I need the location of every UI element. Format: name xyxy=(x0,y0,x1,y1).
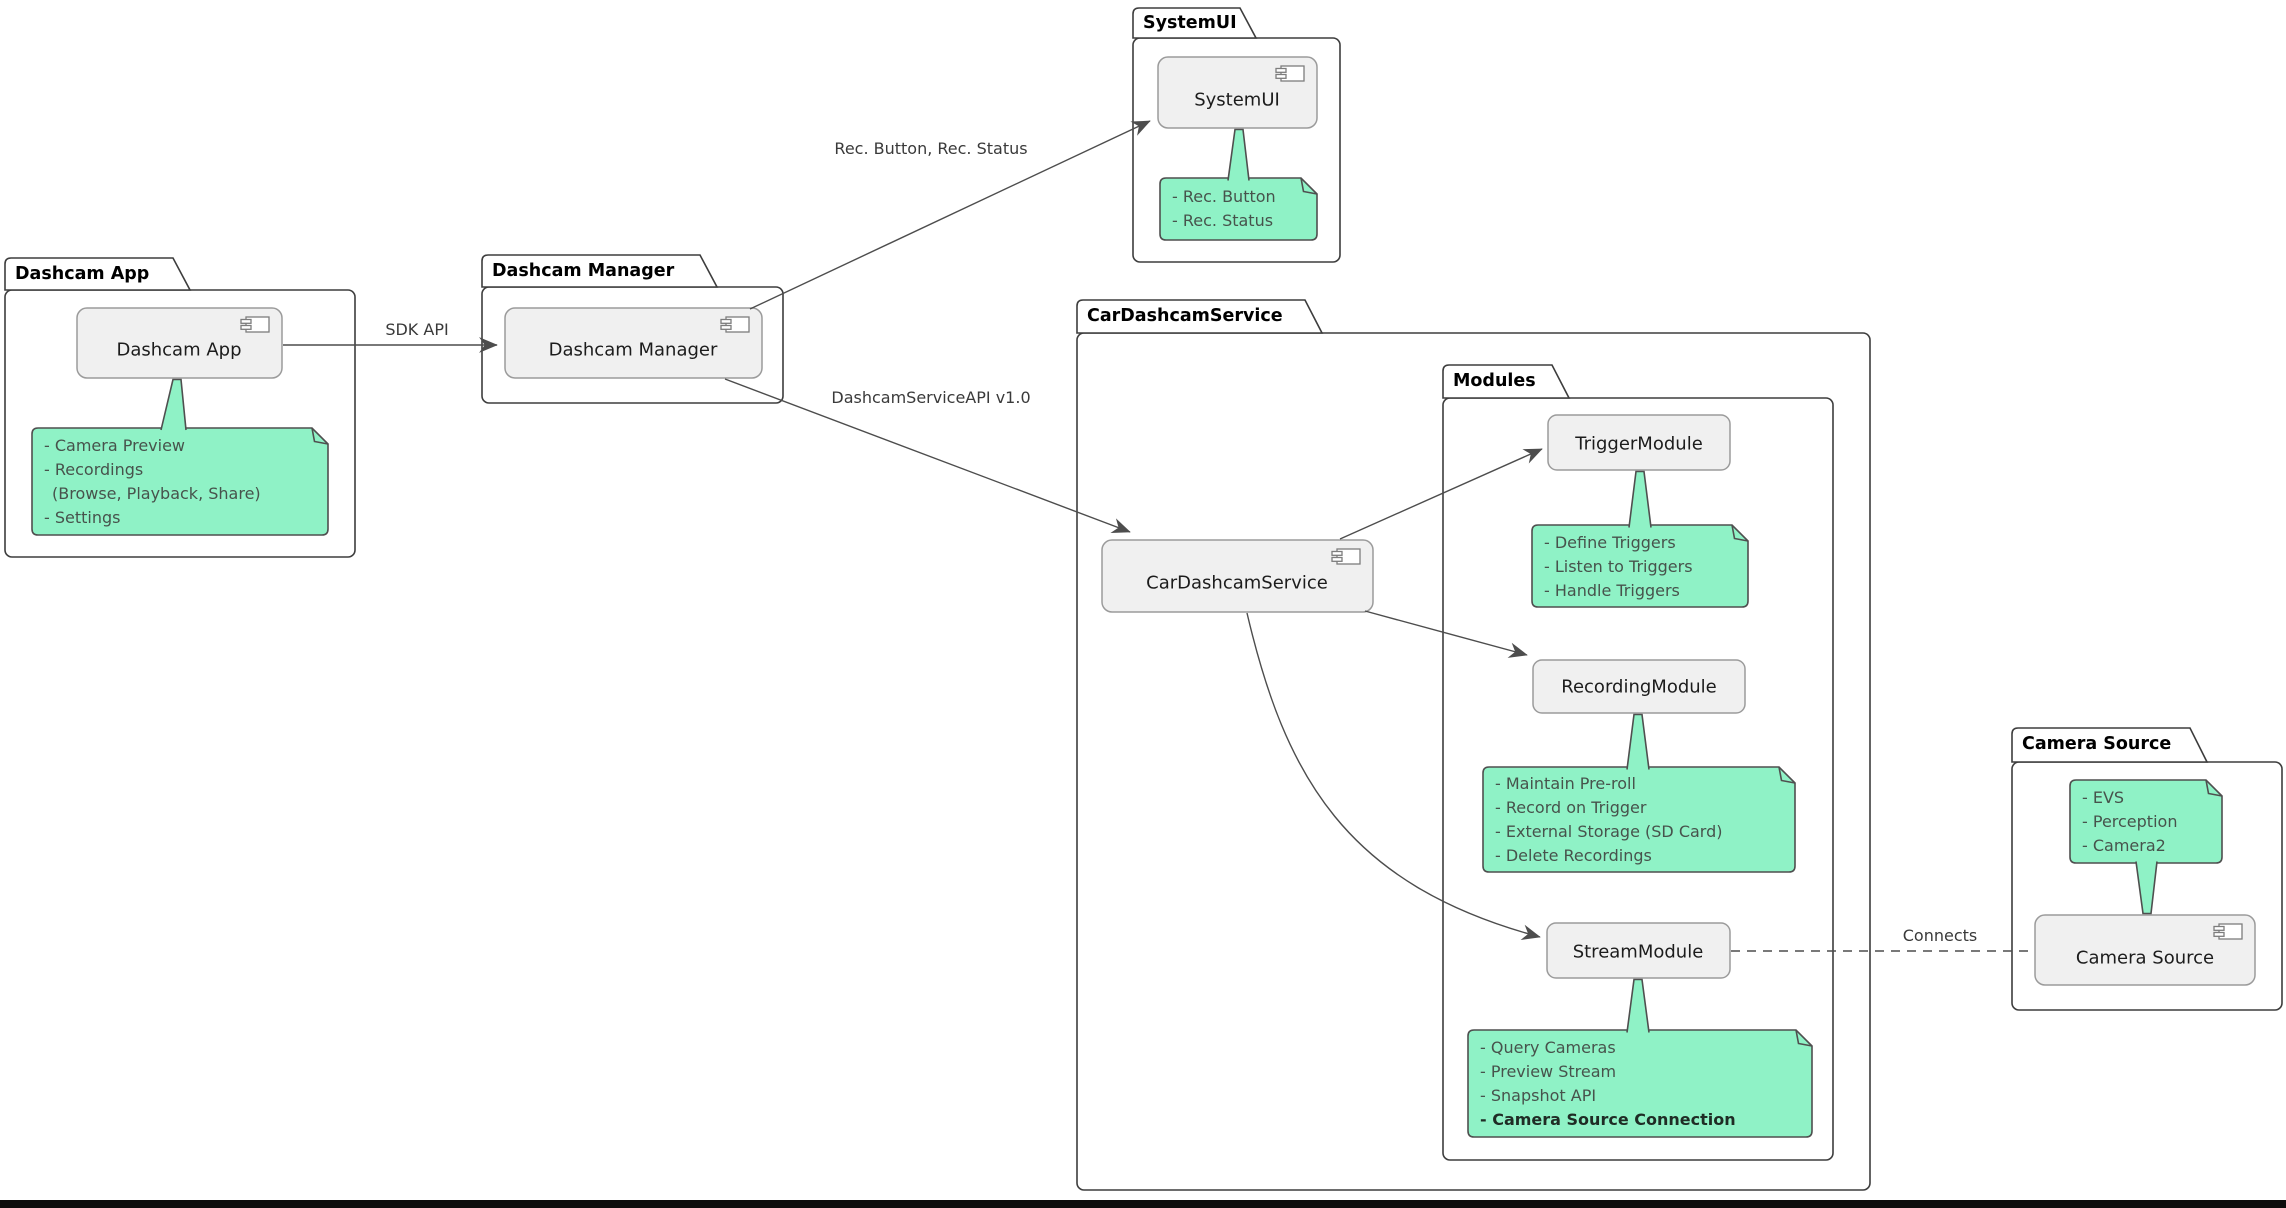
edge-label-rec-button-status: Rec. Button, Rec. Status xyxy=(834,139,1028,158)
note-line: - Rec. Status xyxy=(1172,211,1274,230)
component-label-trigger-module: TriggerModule xyxy=(1575,433,1703,455)
edge-service-to-stream xyxy=(1246,612,1541,940)
edge-manager-to-systemui xyxy=(749,120,1151,310)
note-line: - Camera Preview xyxy=(44,436,186,455)
note-fold-icon xyxy=(1300,177,1318,195)
bottom-bar xyxy=(0,1200,2286,1208)
package-camera-source-tab xyxy=(2011,727,2209,763)
note-line: - Perception xyxy=(2082,812,2178,831)
package-car-dashcam-service-tab xyxy=(1076,299,1324,334)
note-text-camera-source: - EVS - Perception - Camera2 xyxy=(2082,786,2177,858)
package-title-dashcam-app: Dashcam App xyxy=(15,264,150,284)
note-tail xyxy=(160,378,187,431)
component-camera-source-box xyxy=(2034,914,2256,986)
note-line: - Camera Source Connection xyxy=(1480,1110,1736,1129)
note-line: - EVS xyxy=(2082,788,2125,807)
note-line: - Listen to Triggers xyxy=(1544,557,1693,576)
note-tail xyxy=(1626,978,1650,1033)
note-camera-source xyxy=(2069,779,2223,864)
component-stream-module-box xyxy=(1546,922,1731,979)
component-icon xyxy=(720,316,750,333)
edge-label-service-api: DashcamServiceAPI v1.0 xyxy=(831,388,1031,407)
note-line: - Delete Recordings xyxy=(1495,846,1652,865)
note-line: - Define Triggers xyxy=(1544,533,1676,552)
note-stream-module xyxy=(1467,1029,1813,1138)
note-line: - Maintain Pre-roll xyxy=(1495,774,1636,793)
note-dashcam-app xyxy=(31,427,329,536)
note-text-dashcam-app: - Camera Preview - Recordings (Browse, P… xyxy=(44,434,261,530)
package-dashcam-app-tab xyxy=(4,257,192,291)
component-label-systemui: SystemUI xyxy=(1194,89,1280,111)
note-systemui xyxy=(1159,177,1318,241)
note-line: - Settings xyxy=(44,508,121,527)
component-trigger-module-box xyxy=(1547,414,1731,471)
package-dashcam-manager-tab xyxy=(481,254,719,288)
component-label-camera-source: Camera Source xyxy=(2075,947,2215,969)
note-tail xyxy=(1227,128,1250,181)
package-systemui-tab xyxy=(1132,7,1258,39)
package-title-camera-source: Camera Source xyxy=(2022,734,2172,754)
component-label-dashcam-manager: Dashcam Manager xyxy=(548,339,718,361)
component-car-dashcam-service-box xyxy=(1101,539,1374,613)
note-tail xyxy=(2135,861,2158,915)
package-modules-tab xyxy=(1442,364,1571,399)
edge-label-connects: Connects xyxy=(1902,926,1978,945)
note-line: - Record on Trigger xyxy=(1495,798,1647,817)
note-line: - External Storage (SD Card) xyxy=(1495,822,1723,841)
component-icon xyxy=(2213,923,2243,940)
note-fold-icon xyxy=(1731,524,1749,542)
edge-label-sdk-api: SDK API xyxy=(385,320,449,339)
note-fold-icon xyxy=(1778,766,1796,784)
note-tail xyxy=(1626,713,1650,770)
note-line: - Rec. Button xyxy=(1172,187,1276,206)
note-tail xyxy=(1628,470,1652,528)
note-text-systemui: - Rec. Button - Rec. Status xyxy=(1172,185,1276,233)
note-line: - Camera2 xyxy=(2082,836,2166,855)
package-title-dashcam-manager: Dashcam Manager xyxy=(492,261,675,281)
component-label-dashcam-app: Dashcam App xyxy=(116,339,242,361)
package-title-modules: Modules xyxy=(1453,371,1536,391)
note-line: - Preview Stream xyxy=(1480,1062,1617,1081)
note-line: - Recordings xyxy=(44,460,144,479)
note-trigger-module xyxy=(1531,524,1749,608)
note-line: - Query Cameras xyxy=(1480,1038,1616,1057)
edge-manager-to-service xyxy=(724,378,1131,533)
package-title-car-dashcam-service: CarDashcamService xyxy=(1087,306,1283,326)
note-fold-icon xyxy=(1795,1029,1813,1047)
component-label-recording-module: RecordingModule xyxy=(1561,676,1717,698)
note-line: - Snapshot API xyxy=(1480,1086,1597,1105)
note-fold-icon xyxy=(311,427,329,445)
component-recording-module-box xyxy=(1532,659,1746,714)
component-icon xyxy=(240,316,270,333)
note-text-recording-module: - Maintain Pre-roll - Record on Trigger … xyxy=(1495,772,1723,868)
note-line: - Handle Triggers xyxy=(1544,581,1680,600)
component-label-car-dashcam-service: CarDashcamService xyxy=(1146,572,1328,594)
package-title-systemui: SystemUI xyxy=(1143,13,1237,33)
component-icon xyxy=(1331,548,1361,565)
note-recording-module xyxy=(1482,766,1796,873)
component-dashcam-app-box xyxy=(76,307,283,379)
component-dashcam-manager-box xyxy=(504,307,763,379)
edge-service-to-trigger xyxy=(1339,448,1543,540)
note-text-stream-module: - Query Cameras - Preview Stream - Snaps… xyxy=(1480,1036,1736,1132)
component-icon xyxy=(1275,65,1305,82)
note-text-trigger-module: - Define Triggers - Listen to Triggers -… xyxy=(1544,531,1693,603)
note-fold-icon xyxy=(2205,779,2223,797)
edge-service-to-recording xyxy=(1364,610,1528,658)
note-line: (Browse, Playback, Share) xyxy=(52,484,261,503)
component-label-stream-module: StreamModule xyxy=(1572,941,1704,963)
